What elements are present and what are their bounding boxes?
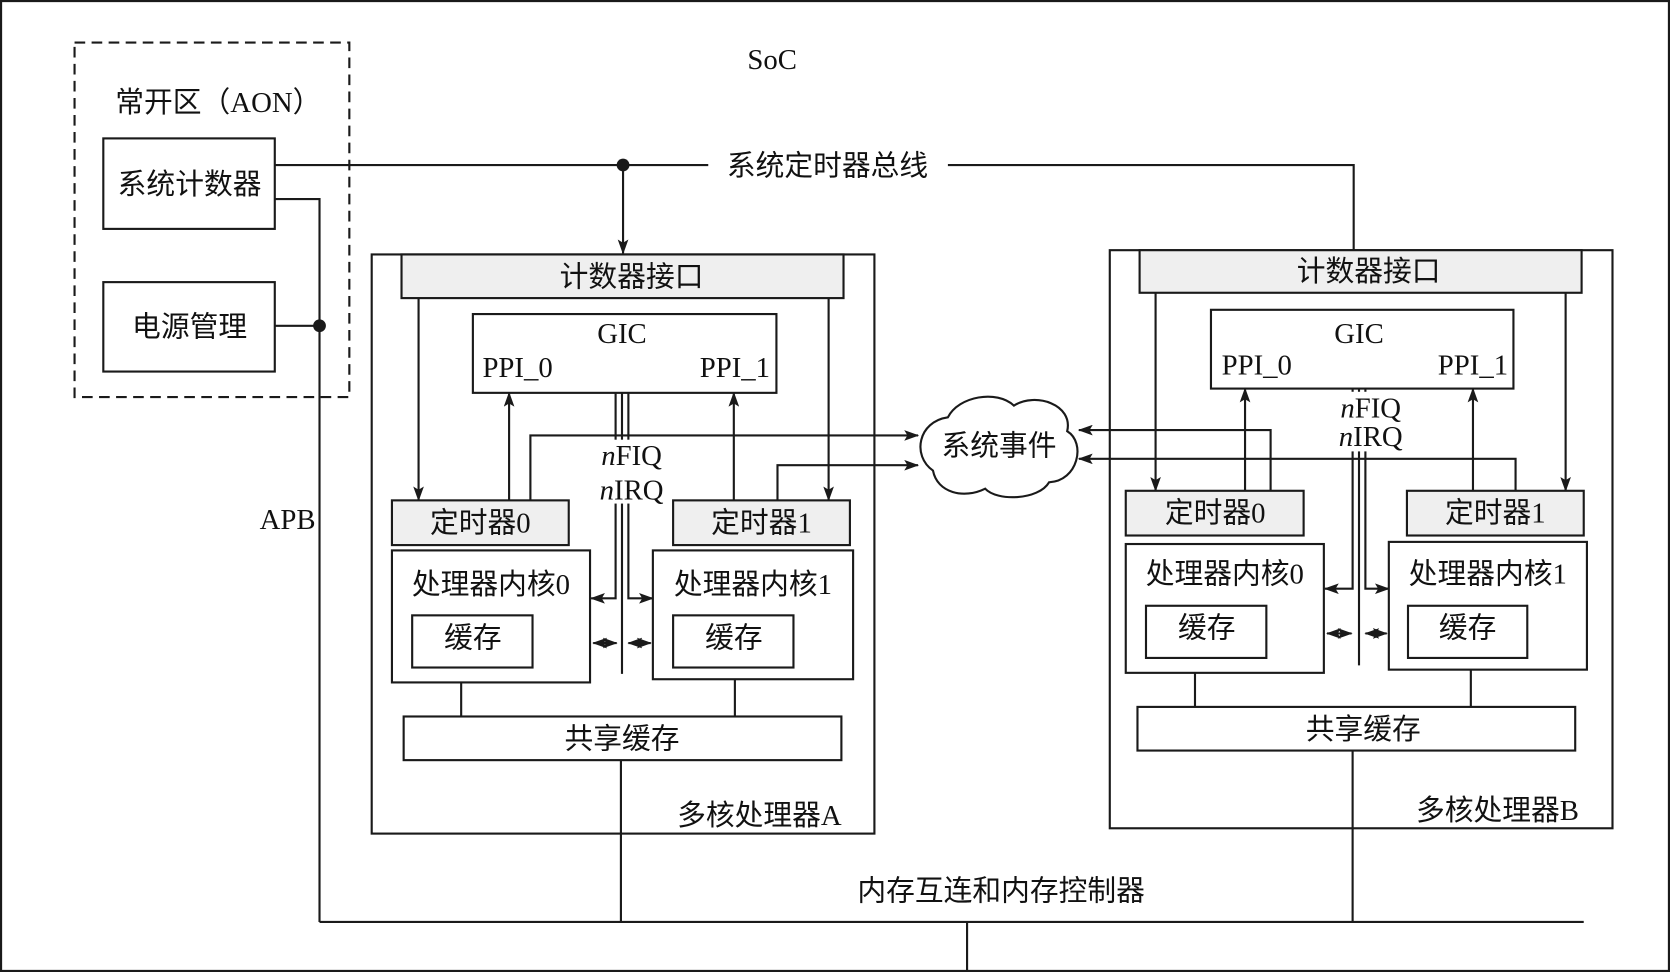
nirq-label-b: nIRQ bbox=[1339, 421, 1403, 453]
aon-dashed-border bbox=[73, 41, 351, 399]
apb-junction bbox=[313, 319, 326, 333]
gic-b-ppi1: PPI_1 bbox=[1438, 350, 1508, 382]
nfiq-label-b: nFIQ bbox=[1340, 392, 1401, 424]
gic-b-ppi0: PPI_0 bbox=[1222, 350, 1292, 382]
shared-cache-b bbox=[1136, 705, 1577, 752]
system-timer-bus: 系统定时器总线 bbox=[274, 151, 1355, 255]
irq-to-core1-arrow-b bbox=[1364, 388, 1390, 595]
core1-b-label: 处理器内核1 bbox=[1409, 558, 1567, 590]
core0-b-label: 处理器内核0 bbox=[1146, 558, 1304, 590]
shared-cache-a-label: 共享缓存 bbox=[564, 723, 679, 755]
aon-title: 常开区（AON） bbox=[115, 87, 321, 119]
core0-b-cache bbox=[1144, 604, 1268, 660]
timer1-to-event-arrow-a bbox=[776, 459, 920, 501]
core1-a-cache-label: 缓存 bbox=[705, 622, 763, 654]
gic-b-title: GIC bbox=[1334, 318, 1384, 350]
timer-bus-label: 系统定时器总线 bbox=[727, 151, 928, 183]
core0-a-label: 处理器内核0 bbox=[412, 569, 570, 601]
counter-interface-b bbox=[1138, 249, 1583, 294]
aon-region: 常开区（AON） 系统计数器 电源管理 bbox=[73, 41, 351, 399]
apb-bus: APB bbox=[260, 198, 326, 922]
timer0-to-event-arrow-b bbox=[1077, 424, 1272, 491]
system-counter-box bbox=[102, 137, 276, 230]
timer0-b bbox=[1124, 489, 1305, 537]
counter-interface-a bbox=[400, 253, 845, 300]
gic-a-ppi1: PPI_1 bbox=[700, 352, 770, 384]
nfiq-label-a: nFIQ bbox=[601, 440, 662, 472]
multicore-processor-b: 计数器接口 GIC PPI_0 PPI_1 nFIQ nIRQ 定时器0 定时器… bbox=[1077, 249, 1614, 922]
timer1-a-label: 定时器1 bbox=[711, 507, 812, 539]
system-event: 系统事件 bbox=[919, 395, 1079, 499]
timer1-b-label: 定时器1 bbox=[1445, 498, 1546, 530]
shared-cache-b-label: 共享缓存 bbox=[1306, 714, 1421, 746]
timer1-a bbox=[672, 499, 851, 547]
power-management-label: 电源管理 bbox=[132, 311, 247, 343]
system-event-cloud bbox=[919, 395, 1079, 499]
nirq-label-a: nIRQ bbox=[600, 474, 664, 506]
core1-b-cache-label: 缓存 bbox=[1439, 613, 1497, 645]
core0-b-cache-label: 缓存 bbox=[1178, 613, 1236, 645]
processor-b-name: 多核处理器B bbox=[1416, 795, 1579, 827]
gic-b bbox=[1209, 308, 1515, 390]
counter-interface-b-label: 计数器接口 bbox=[1297, 256, 1441, 288]
irq-to-core0-arrow-b bbox=[1323, 388, 1354, 595]
core1-a-label: 处理器内核1 bbox=[674, 569, 832, 601]
timer0-b-label: 定时器0 bbox=[1165, 498, 1266, 530]
timer1-to-event-arrow-b bbox=[1077, 453, 1517, 491]
soc-label: SoC bbox=[747, 44, 797, 76]
memory-interconnect-label: 内存互连和内存控制器 bbox=[857, 876, 1145, 908]
gic-a bbox=[471, 312, 778, 394]
timer-bus-line-right bbox=[947, 163, 1355, 251]
apb-label: APB bbox=[260, 504, 316, 536]
gic-a-ppi0: PPI_0 bbox=[482, 352, 552, 384]
core0-a-cache-label: 缓存 bbox=[444, 622, 502, 654]
counter-interface-a-label: 计数器接口 bbox=[560, 261, 704, 293]
processor-a-name: 多核处理器A bbox=[677, 800, 842, 832]
core0-a-cache bbox=[411, 614, 534, 669]
multicore-processor-a: 计数器接口 GIC PPI_0 PPI_1 nFIQ nIRQ 定时器0 定时器… bbox=[370, 253, 920, 922]
timer0-to-event-arrow-a bbox=[529, 430, 920, 501]
shared-cache-a bbox=[402, 715, 843, 762]
signal-label-mask-a bbox=[592, 439, 671, 504]
gic-a-title: GIC bbox=[597, 318, 647, 350]
system-event-label: 系统事件 bbox=[942, 431, 1057, 463]
timer-bus-junction bbox=[616, 158, 630, 172]
timer0-a bbox=[390, 499, 570, 547]
core1-b-cache bbox=[1406, 604, 1529, 660]
power-management-box bbox=[102, 281, 276, 373]
signal-label-mask-b bbox=[1331, 391, 1411, 452]
memory-interconnect: 内存互连和内存控制器 bbox=[319, 876, 1584, 972]
core1-a-cache bbox=[672, 614, 795, 669]
timer1-b bbox=[1405, 489, 1585, 537]
apb-line bbox=[274, 198, 321, 922]
system-counter-label: 系统计数器 bbox=[118, 169, 262, 201]
timer0-a-label: 定时器0 bbox=[430, 507, 531, 539]
